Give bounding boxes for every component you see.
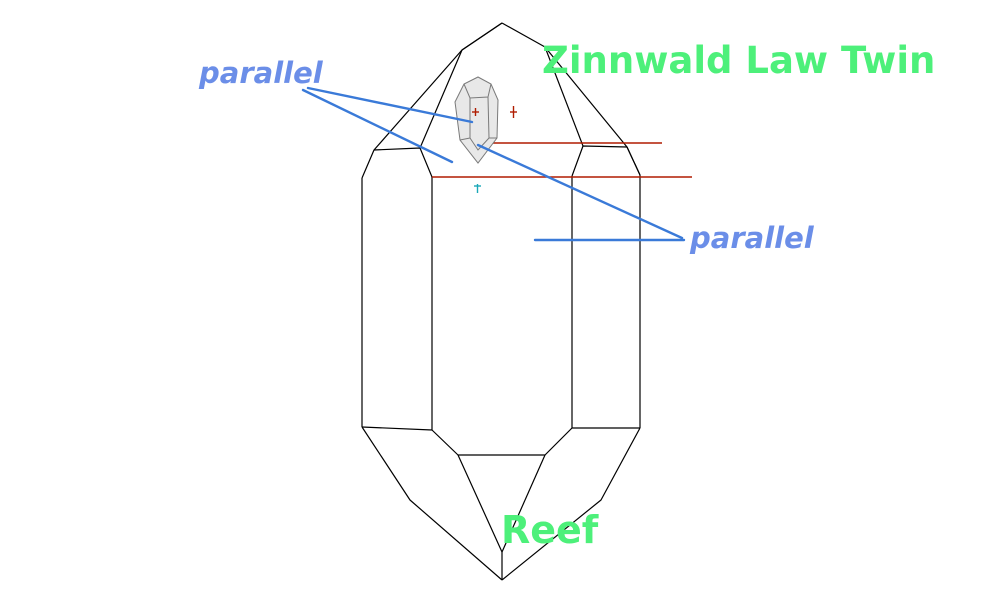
crystal-bottom-face-left: [457, 454, 503, 553]
crystal-top-ridge-right: [544, 46, 584, 147]
diagram-title: Zinnwald Law Twin: [542, 39, 935, 82]
marker-red-2: [510, 106, 517, 118]
crystal-top-inner-right: [571, 145, 641, 177]
pointer-lines: [301, 86, 686, 242]
pointer-left-to-small-crystal: [306, 86, 474, 124]
marker-red-1: [472, 108, 479, 116]
parallel-reference-lines: [432, 142, 692, 178]
crystal-bottom-inner: [361, 426, 640, 456]
crystal-bottom-right-edge: [501, 427, 641, 581]
crystal-bottom-left-edge: [361, 426, 503, 581]
marker-cyan: [474, 184, 481, 193]
crystal-top-inner-left: [373, 147, 433, 178]
small-crystal-inner-edge: [459, 137, 471, 141]
crystal-bottom-face-right: [501, 454, 546, 553]
small-crystal-face-lower: [469, 96, 490, 151]
reef-label: Reef: [501, 508, 599, 552]
small-crystal-body: [454, 76, 499, 164]
parallel-label-left: parallel: [198, 56, 324, 90]
pointer-right-to-small-crystal: [476, 143, 684, 240]
pointer-left-to-large-face: [301, 88, 454, 164]
parallel-label-right: parallel: [689, 221, 815, 255]
large-crystal: [361, 22, 641, 581]
crystal-top-ridge-left: [419, 49, 463, 149]
crystal-top-peak-edge: [461, 22, 503, 51]
small-crystal-face: [463, 83, 492, 99]
small-twin-crystal: [454, 76, 499, 164]
markers: [472, 106, 517, 193]
